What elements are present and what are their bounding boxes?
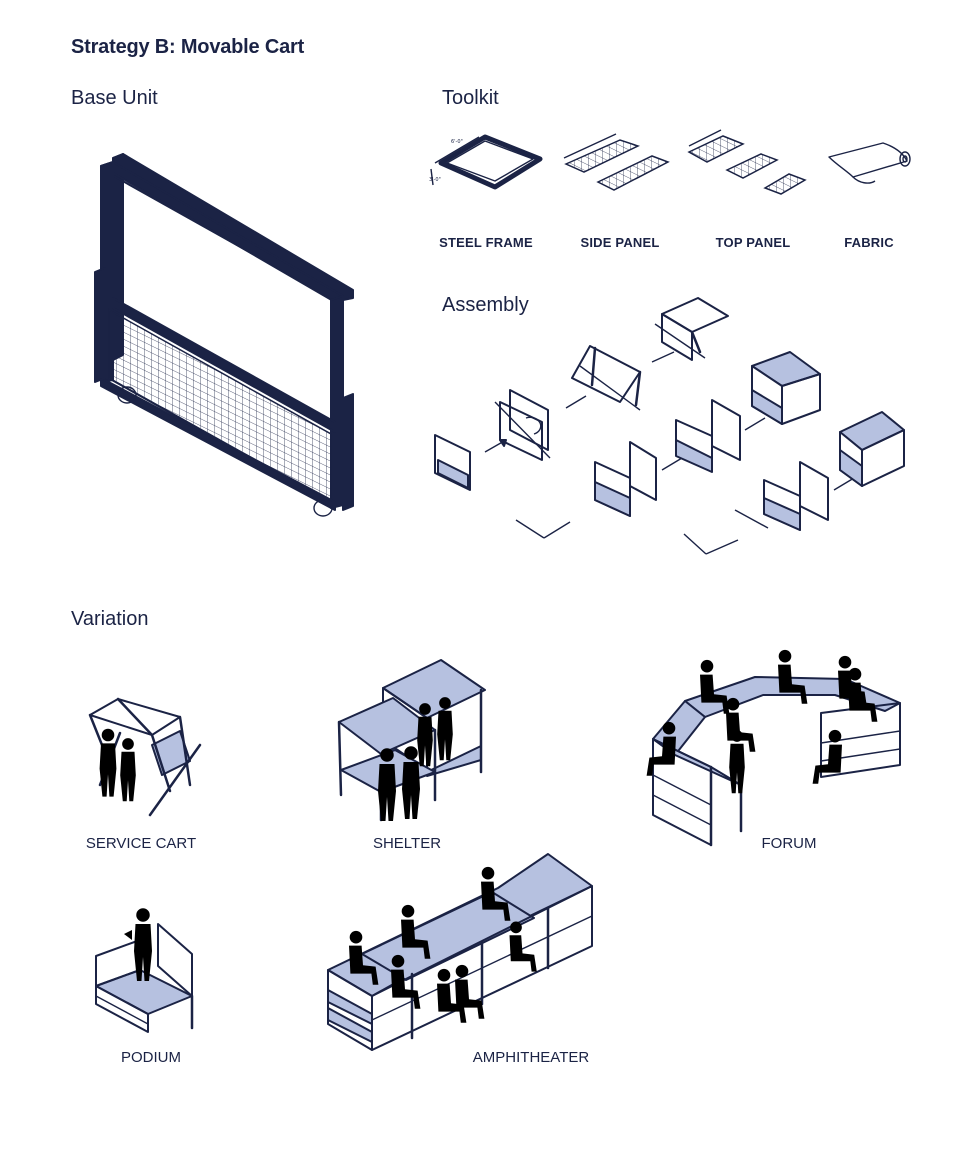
service-cart-illustration	[88, 697, 202, 817]
variation-label-forum: FORUM	[761, 835, 817, 852]
svg-text:6'-0": 6'-0"	[451, 139, 463, 145]
section-title-base-unit: Base Unit	[71, 87, 158, 109]
toolkit-label-side-panel: SIDE PANEL	[580, 235, 660, 250]
variation-label-shelter: SHELTER	[372, 835, 442, 852]
section-title-toolkit: Toolkit	[442, 87, 499, 109]
page-title: Strategy B: Movable Cart	[71, 36, 305, 58]
toolkit-label-top-panel: TOP PANEL	[715, 235, 791, 250]
base-unit-illustration	[94, 153, 354, 517]
side-panel-icon	[563, 133, 670, 191]
amphitheater-illustration	[327, 853, 593, 1051]
assembly-diagram	[434, 297, 905, 555]
top-panel-icon	[687, 129, 807, 195]
section-title-assembly: Assembly	[442, 294, 529, 316]
forum-illustration	[646, 649, 901, 847]
fabric-icon	[828, 142, 911, 184]
shelter-illustration	[337, 659, 486, 822]
svg-text:3'-0": 3'-0"	[429, 177, 441, 183]
toolkit-label-steel-frame: STEEL FRAME	[439, 235, 533, 250]
variation-label-service-cart: SERVICE CART	[85, 835, 197, 852]
steel-frame-icon: 6'-0" 3'-0"	[429, 134, 543, 190]
toolkit-label-fabric: FABRIC	[844, 235, 894, 250]
variation-label-podium: PODIUM	[121, 1049, 181, 1066]
variation-label-amphitheater: AMPHITHEATER	[472, 1049, 590, 1066]
section-title-variation: Variation	[71, 608, 149, 630]
podium-illustration	[95, 908, 194, 1033]
